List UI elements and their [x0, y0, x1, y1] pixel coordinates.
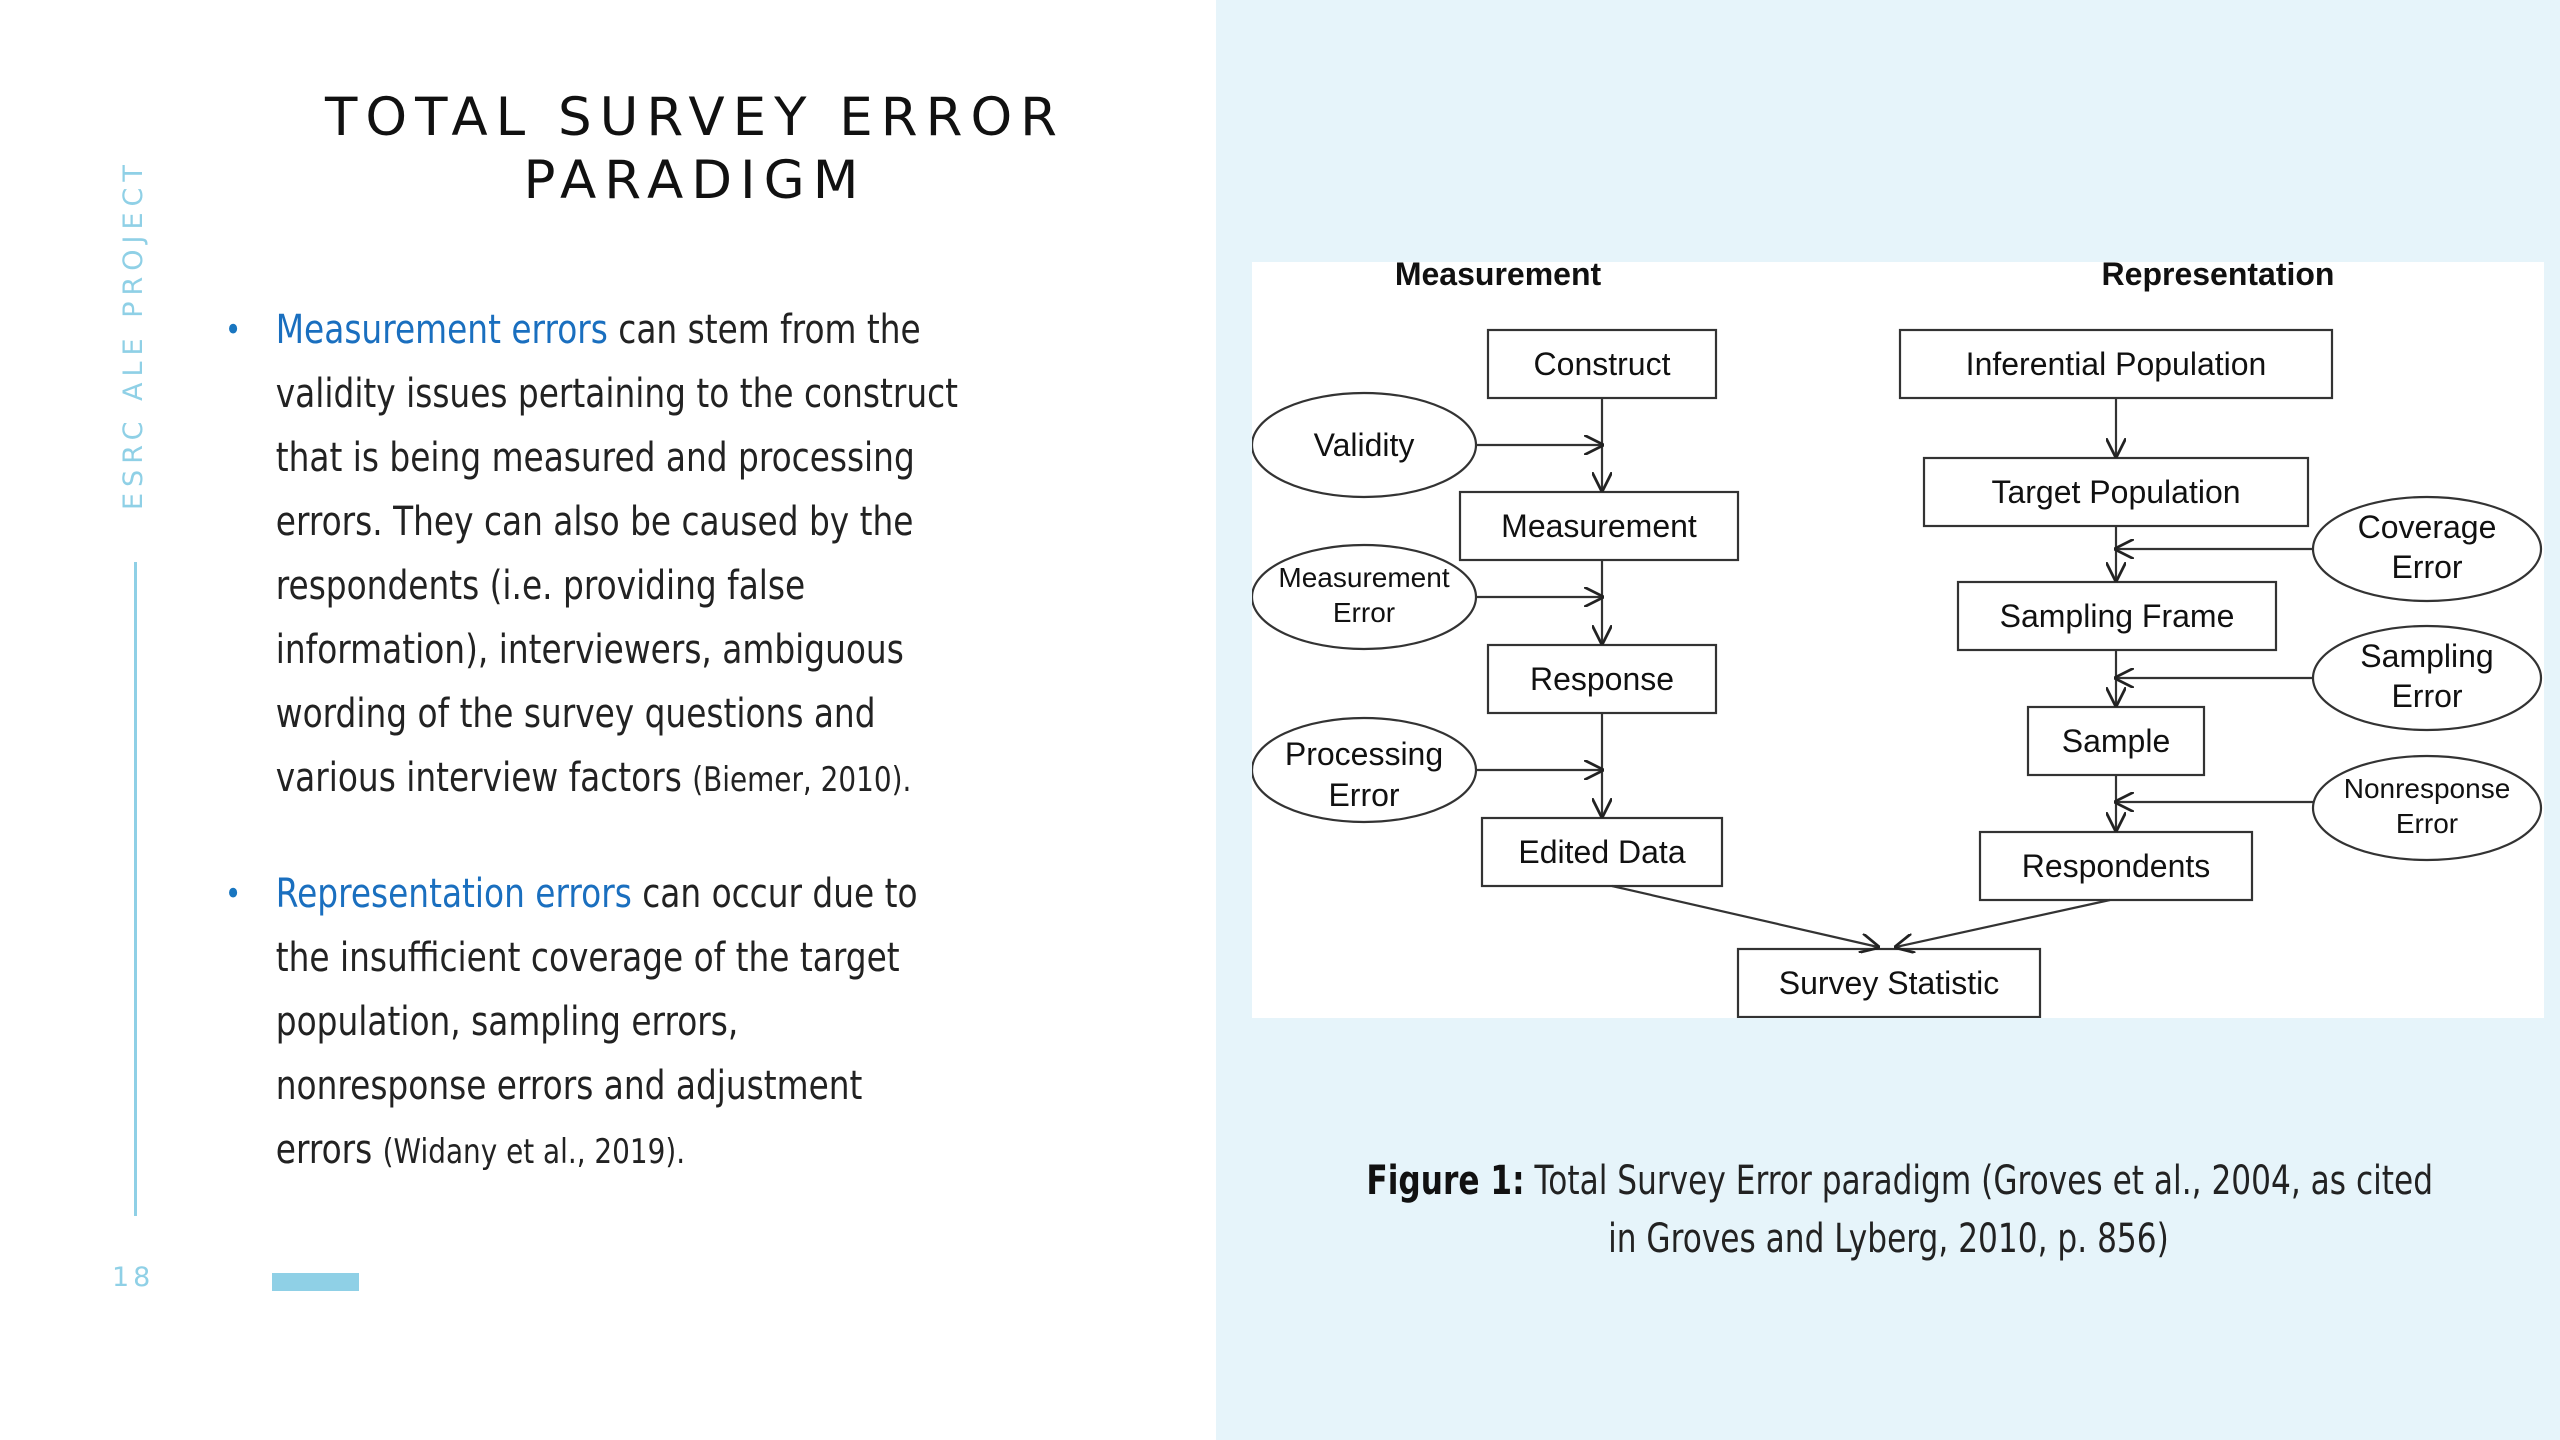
label-validity: Validity: [1314, 427, 1415, 463]
box-edited-data: [1480, 816, 1724, 888]
label-response: Response: [1530, 661, 1674, 697]
slide-title: TOTAL SURVEY ERROR PARADIGM: [250, 86, 1140, 212]
bullet-dot: •: [224, 874, 242, 914]
box-construct: [1486, 328, 1718, 400]
label-sampling-error-1: Sampling: [2360, 638, 2493, 674]
box-respondents: [1978, 830, 2254, 902]
bullet-measurement-errors: • Measurement errors can stem from the v…: [220, 298, 958, 812]
box-response: [1486, 643, 1718, 715]
label-measurement-error-1: Measurement: [1278, 562, 1449, 593]
bullet-representation-errors: • Representation errors can occur due to…: [220, 862, 958, 1184]
caption-text-1: Total Survey Error paradigm (Groves et a…: [1524, 1158, 2434, 1204]
label-survey-statistic: Survey Statistic: [1779, 965, 2000, 1001]
label-nonresponse-error-1: Nonresponse: [2344, 773, 2511, 804]
project-side-label: ESRC ALE PROJECT: [118, 159, 149, 510]
text-panel: ESRC ALE PROJECT 18 TOTAL SURVEY ERROR P…: [0, 0, 1216, 1440]
label-target-population: Target Population: [1991, 474, 2240, 510]
caption-label: Figure 1:: [1366, 1158, 1525, 1204]
label-inferential-population: Inferential Population: [1966, 346, 2267, 382]
label-sampling-error-2: Error: [2391, 678, 2462, 714]
box-survey-statistic: [1736, 947, 2042, 1018]
box-target-population: [1922, 456, 2310, 528]
box-sample: [2026, 705, 2206, 777]
arrow-respondents-statistic: [1896, 898, 2111, 947]
page-number: 18: [112, 1262, 155, 1293]
label-sample: Sample: [2062, 723, 2171, 759]
citation: (Biemer, 2010).: [692, 760, 912, 800]
box-sampling-frame: [1956, 580, 2278, 652]
tse-diagram: Measurement Representation Construct Mea…: [1252, 262, 2544, 1018]
box-measurement: [1458, 490, 1740, 562]
caption-line-1: Figure 1: Total Survey Error paradigm (G…: [1366, 1152, 2433, 1210]
title-line-1: TOTAL SURVEY ERROR: [325, 87, 1065, 148]
label-respondents: Respondents: [2022, 848, 2211, 884]
title-line-2: PARADIGM: [523, 150, 867, 211]
label-nonresponse-error-2: Error: [2396, 808, 2458, 839]
bullet-text: can stem from the validity issues pertai…: [275, 307, 959, 801]
label-coverage-error-1: Coverage: [2358, 509, 2497, 545]
heading-measurement: Measurement: [1395, 262, 1602, 292]
bullet-text: can occur due to the insufficient covera…: [275, 871, 918, 1173]
citation: (Widany et al., 2019).: [382, 1132, 686, 1172]
label-sampling-frame: Sampling Frame: [2000, 598, 2235, 634]
label-measurement: Measurement: [1501, 508, 1697, 544]
label-measurement-error-2: Error: [1333, 597, 1395, 628]
caption-line-2: in Groves and Lyberg, 2010, p. 856): [1608, 1210, 2169, 1268]
bullet-list: • Measurement errors can stem from the v…: [220, 298, 958, 1234]
bullet-dot: •: [224, 310, 242, 350]
page-indicator-bar: [272, 1273, 359, 1291]
side-divider-line: [134, 562, 137, 1216]
box-inferential-population: [1898, 328, 2334, 400]
label-construct: Construct: [1534, 346, 1671, 382]
caption-text-2: in Groves and Lyberg, 2010, p. 856): [1607, 1216, 2169, 1262]
label-edited-data: Edited Data: [1518, 834, 1685, 870]
ellipse-nonresponse-error: [2311, 754, 2543, 862]
label-processing-error-1: Processing: [1285, 736, 1443, 772]
figure-caption: Figure 1: Total Survey Error paradigm (G…: [1216, 1152, 2560, 1268]
heading-representation: Representation: [2102, 262, 2335, 292]
highlight-term: Measurement errors: [275, 307, 608, 353]
label-coverage-error-2: Error: [2391, 549, 2462, 585]
highlight-term: Representation errors: [275, 871, 632, 917]
arrow-edited-statistic: [1611, 884, 1878, 947]
label-processing-error-2: Error: [1328, 777, 1399, 813]
